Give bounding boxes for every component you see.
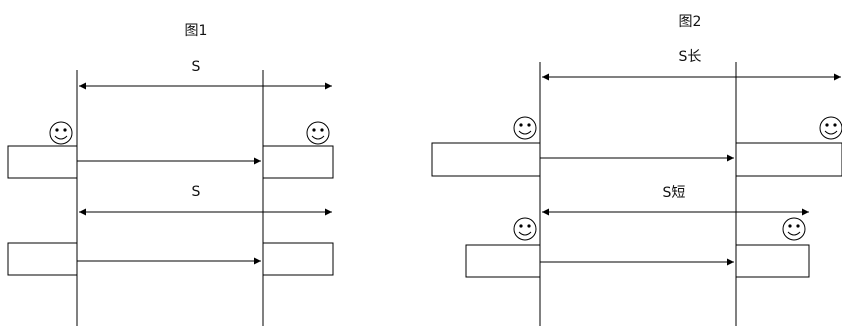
fig1-bottom-distance-label: S [192,184,201,200]
fig2-upper-left-block [431,142,541,177]
fig2-lower-left-block [465,244,541,278]
smiley-face-icon [782,217,806,241]
fig1-lower-left-block [7,242,78,276]
smiley-face-icon [513,116,537,140]
figure-1: 图1 S S [7,23,334,326]
fig1-lower-right-block [262,242,334,276]
smiley-face-icon [306,121,330,145]
fig1-top-distance-label: S [192,59,201,75]
fig2-upper-right-block [735,142,842,177]
fig2-lower-right-block [735,244,810,278]
figure-1-title: 图1 [185,23,208,39]
figure-2-title: 图2 [679,14,702,30]
fig1-upper-right-block [262,145,334,179]
fig2-bottom-distance-label: S短 [663,185,686,201]
smiley-face-icon [49,121,73,145]
fig2-top-distance-label: S长 [679,49,702,65]
smiley-face-icon [819,116,842,140]
smiley-face-icon [513,217,537,241]
fig1-upper-left-block [7,145,78,179]
figure-2: 图2 S长 S短 [431,14,842,326]
